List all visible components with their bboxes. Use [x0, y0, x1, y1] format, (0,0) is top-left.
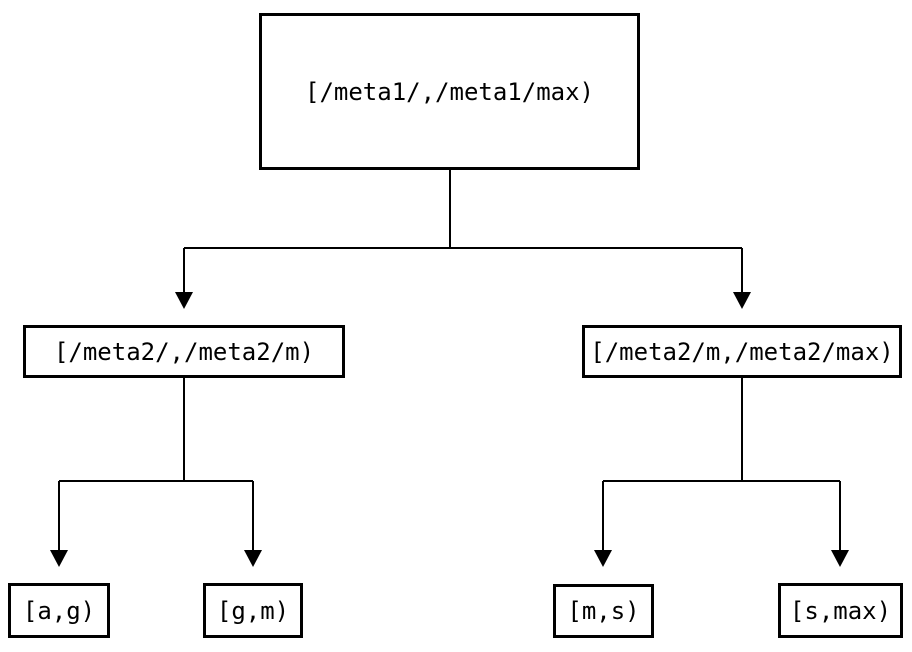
node-leaf-gm-label: [g,m)	[216, 596, 290, 625]
arrowhead-icon	[594, 550, 612, 567]
arrowhead-icon	[733, 292, 751, 309]
edge-mid-left-children	[50, 378, 262, 567]
node-leaf-ms: [m,s)	[553, 584, 654, 638]
arrowhead-icon	[831, 550, 849, 567]
node-meta2-left: [/meta2/,/meta2/m)	[23, 325, 345, 378]
node-leaf-smax: [s,max)	[778, 583, 903, 638]
node-meta2-left-label: [/meta2/,/meta2/m)	[53, 337, 315, 366]
node-leaf-ms-label: [m,s)	[567, 597, 640, 625]
edge-root-children	[175, 170, 751, 309]
node-meta2-right: [/meta2/m,/meta2/max)	[582, 325, 902, 378]
arrowhead-icon	[175, 292, 193, 309]
node-leaf-ag-label: [a,g)	[22, 596, 96, 625]
node-root: [/meta1/,/meta1/max)	[259, 13, 640, 170]
node-meta2-right-label: [/meta2/m,/meta2/max)	[590, 337, 894, 366]
arrowhead-icon	[244, 550, 262, 567]
arrowhead-icon	[50, 550, 68, 567]
node-root-label: [/meta1/,/meta1/max)	[305, 77, 594, 106]
node-leaf-smax-label: [s,max)	[789, 596, 892, 625]
node-leaf-ag: [a,g)	[8, 583, 110, 638]
edge-mid-right-children	[594, 378, 849, 567]
node-leaf-gm: [g,m)	[203, 583, 303, 638]
